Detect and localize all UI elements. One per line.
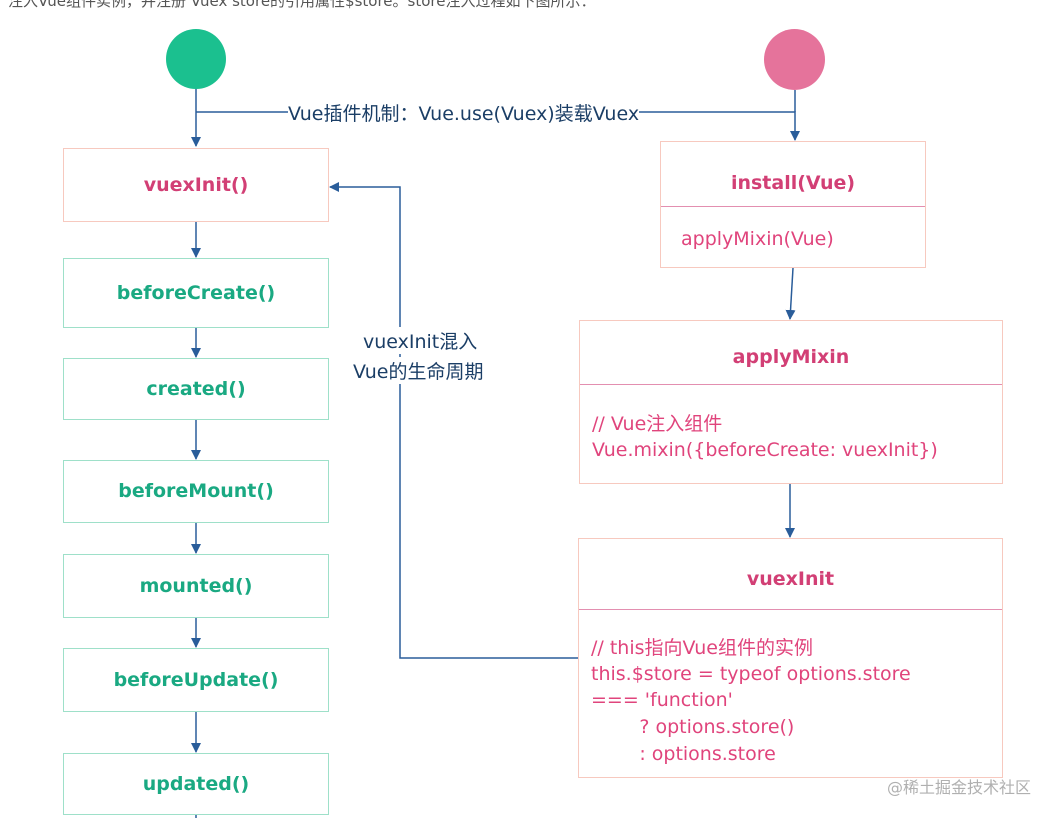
lifecycle-created-box: created() xyxy=(63,358,329,420)
apply-mixin-box: applyMixin // Vue注入组件 Vue.mixin({beforeC… xyxy=(579,320,1003,484)
install-title: install(Vue) xyxy=(730,172,856,194)
apply-mixin-divider xyxy=(580,384,1002,385)
start-circle xyxy=(166,29,226,89)
end-circle xyxy=(764,29,825,90)
apply-mixin-comment: // Vue注入组件 xyxy=(592,413,723,435)
vuex-init-box: vuexInit // this指向Vue组件的实例 this.$store =… xyxy=(578,538,1003,778)
arrow-install-to-applymixin xyxy=(785,267,796,320)
lifecycle-beforeupdate-label: beforeUpdate() xyxy=(113,669,279,691)
install-divider xyxy=(661,206,925,207)
vuex-init-title: vuexInit xyxy=(746,568,835,590)
vuex-init-line-1: // this指向Vue组件的实例 xyxy=(591,637,813,659)
vuex-init-line-5: : options.store xyxy=(591,743,776,765)
arrow-vuexinit-back-to-lifecycle xyxy=(329,182,578,659)
page-intro-text: 注入Vue组件实例，并注册 Vuex store的引用属性$store。stor… xyxy=(8,0,596,10)
vuex-init-line-4: ? options.store() xyxy=(591,716,795,738)
lifecycle-mounted-box: mounted() xyxy=(63,554,329,618)
install-box: install(Vue) applyMixin(Vue) xyxy=(660,141,926,268)
lifecycle-mounted-label: mounted() xyxy=(139,575,253,597)
lifecycle-beforemount-box: beforeMount() xyxy=(63,460,329,523)
lifecycle-vuexinit-label: vuexInit() xyxy=(143,174,249,196)
lifecycle-updated-box: updated() xyxy=(63,753,329,815)
watermark: @稀土掘金技术社区 xyxy=(886,778,1031,797)
apply-mixin-code: Vue.mixin({beforeCreate: vuexInit}) xyxy=(592,439,938,461)
lifecycle-created-label: created() xyxy=(146,378,246,400)
mixin-label-line2: Vue的生命周期 xyxy=(353,357,484,384)
lifecycle-updated-label: updated() xyxy=(142,773,250,795)
vuex-init-line-2: this.$store = typeof options.store xyxy=(591,663,911,685)
plugin-mechanism-label: Vue插件机制：Vue.use(Vuex)装载Vuex xyxy=(288,99,640,126)
lifecycle-beforemount-label: beforeMount() xyxy=(118,480,274,502)
lifecycle-vuexinit-box: vuexInit() xyxy=(63,148,329,222)
vuex-init-divider xyxy=(579,609,1002,610)
lifecycle-beforecreate-label: beforeCreate() xyxy=(116,282,276,304)
mixin-label-line1: vuexInit混入 xyxy=(363,327,478,354)
install-body: applyMixin(Vue) xyxy=(681,228,834,250)
lifecycle-beforecreate-box: beforeCreate() xyxy=(63,258,329,328)
lifecycle-beforeupdate-box: beforeUpdate() xyxy=(63,648,329,712)
vuex-init-line-3: === 'function' xyxy=(591,689,733,711)
apply-mixin-title: applyMixin xyxy=(732,346,850,368)
